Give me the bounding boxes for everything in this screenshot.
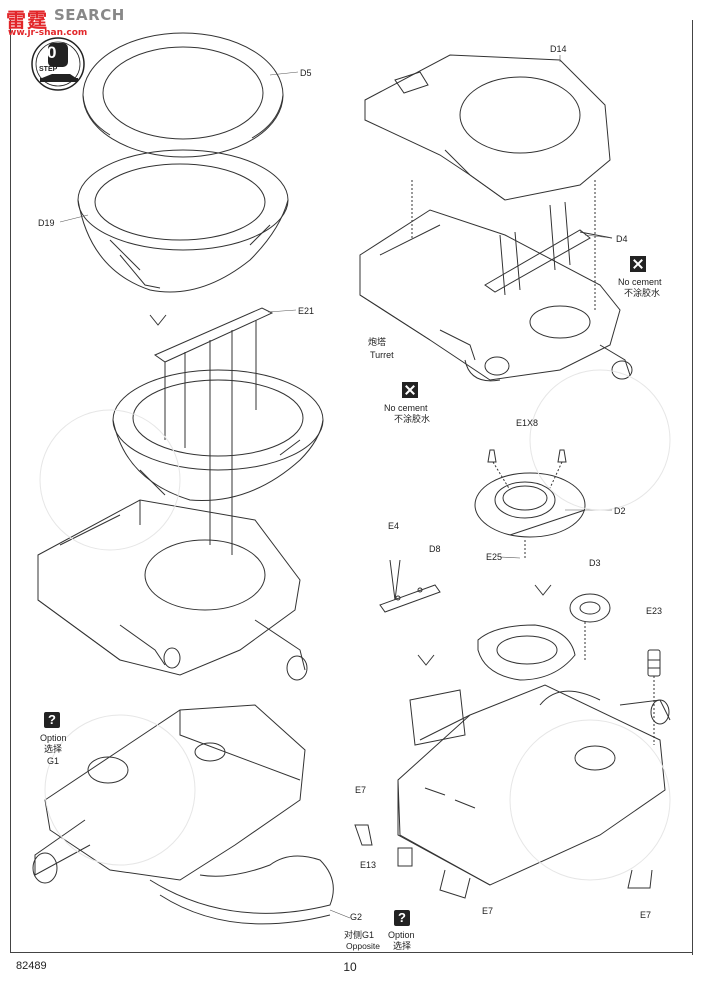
label-option-1-en: Option — [40, 733, 67, 743]
label-d5: D5 — [300, 68, 312, 78]
step-label: STEP — [39, 66, 58, 73]
label-e7-c: E7 — [640, 910, 652, 920]
turret-upper-right — [359, 209, 633, 382]
part-d19-bowl — [77, 149, 289, 293]
label-option-2-cn: 选择 — [393, 941, 412, 951]
label-g1: G1 — [47, 756, 60, 766]
tank-step-icon — [31, 37, 85, 91]
part-e21-bar — [153, 307, 274, 555]
turret-hull-middle — [37, 499, 308, 681]
watermark-logo: 雷霆 — [6, 8, 48, 32]
left-border — [10, 20, 11, 952]
label-option-2-en: Option — [388, 930, 415, 940]
part-e23-antenna — [647, 649, 661, 745]
label-d19: D19 — [38, 218, 55, 228]
faint-background-rings — [39, 369, 671, 881]
label-e23: E23 — [646, 606, 663, 616]
label-d3: D3 — [589, 558, 601, 568]
label-option-1-cn: 选择 — [44, 744, 63, 754]
label-e1x8: E1X8 — [516, 418, 539, 428]
part-d14-plate — [364, 54, 611, 201]
label-opposite-cn: 对侧G1 — [344, 930, 375, 940]
part-turret-ring-mid — [112, 369, 324, 501]
right-border — [692, 20, 693, 955]
turret-hull-bottom — [32, 704, 334, 925]
label-turret-en: Turret — [370, 350, 394, 360]
label-no-cement-2-en: No cement — [384, 403, 428, 413]
label-d2: D2 — [614, 506, 626, 516]
label-e7-a: E7 — [355, 785, 367, 795]
label-turret-cn: 炮塔 — [368, 337, 387, 347]
arrow-down-1 — [149, 314, 167, 326]
question-mark-icon: ? — [48, 712, 56, 727]
part-d5-lid — [82, 32, 284, 158]
label-opposite-en: Opposite — [346, 941, 381, 951]
bottom-border — [10, 952, 692, 953]
arrow-down-3 — [417, 654, 435, 666]
cross-icon — [402, 382, 418, 398]
step-badge — [30, 36, 86, 92]
label-e7-b: E7 — [482, 906, 494, 916]
leader-lines — [59, 55, 613, 919]
label-d4: D4 — [616, 234, 628, 244]
watermark-url: ww.jr-shan.com — [8, 28, 88, 38]
label-e13: E13 — [360, 860, 377, 870]
page-number: 10 — [343, 960, 357, 974]
label-no-cement-1-cn: 不涂胶水 — [624, 288, 661, 298]
label-no-cement-2-cn: 不涂胶水 — [394, 414, 431, 424]
watermark-text: SEARCH — [54, 6, 125, 24]
part-d3-cap — [569, 593, 611, 660]
label-d8: D8 — [429, 544, 441, 554]
part-e13-pad — [397, 847, 413, 867]
cross-icon — [630, 256, 646, 272]
step-number: 0 — [47, 43, 57, 62]
label-g2: G2 — [350, 912, 363, 922]
label-e25: E25 — [486, 552, 503, 562]
part-d2-ring — [474, 449, 586, 560]
label-e4: E4 — [388, 521, 400, 531]
part-e7-clips — [354, 824, 653, 899]
part-e4-d8-bracket — [379, 559, 441, 613]
watermark: 雷霆 SEARCH ww.jr-shan.com — [6, 4, 125, 38]
label-d14: D14 — [550, 44, 567, 54]
label-e21: E21 — [298, 306, 315, 316]
kit-code: 82489 — [16, 960, 47, 972]
label-no-cement-1-en: No cement — [618, 277, 662, 287]
turret-hull-bottom-right — [397, 624, 671, 886]
arrow-down-2 — [534, 584, 552, 596]
question-mark-icon: ? — [398, 910, 406, 925]
part-d4-frame — [484, 201, 613, 296]
